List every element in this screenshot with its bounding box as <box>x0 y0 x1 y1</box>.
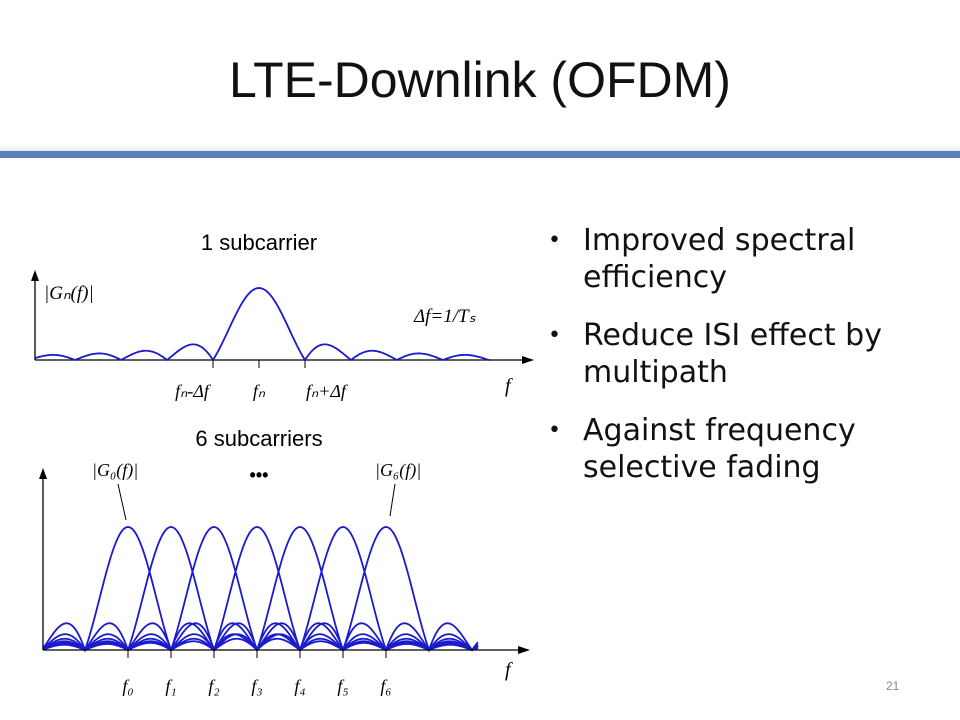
subcarrier-curve <box>42 526 479 653</box>
bullet-text: Against frequency selective fading <box>583 413 856 485</box>
bottom-x-label: f <box>505 659 513 681</box>
bottom-ellipsis: ••• <box>250 465 269 485</box>
title-rule <box>0 151 960 158</box>
top-y-arrow-icon <box>31 270 39 281</box>
bottom-tick-label: f₅ <box>337 676 348 696</box>
bullet-item: • Reduce ISI effect by multipath <box>548 317 938 391</box>
bottom-y-arrow-icon <box>39 468 47 479</box>
slide-title: LTE-Downlink (OFDM) <box>229 52 731 108</box>
top-sinc-curve <box>34 287 491 362</box>
top-y-label: |Gₙ(f)| <box>44 283 94 304</box>
bottom-right-label: |G₆(f)| <box>375 460 421 481</box>
subcarrier-curve <box>42 526 479 653</box>
top-heading: 1 subcarrier <box>201 230 317 255</box>
bullet-dot-icon: • <box>548 418 561 443</box>
bullet-item: • Improved spectral efficiency <box>548 222 938 296</box>
bottom-tick-label: f₀ <box>122 676 133 696</box>
bottom-tick-label: f₁ <box>165 676 176 696</box>
top-delta-label: Δf=1/Tₛ <box>413 306 477 327</box>
bullet-dot-icon: • <box>548 323 561 348</box>
top-x-arrow-icon <box>522 356 534 364</box>
bottom-tick-label: f₆ <box>380 676 391 696</box>
right-label-leader <box>389 483 396 517</box>
bottom-tick-label: f₃ <box>251 676 262 696</box>
subcarrier-curve <box>42 526 479 653</box>
bottom-left-label: |G₀(f)| <box>92 460 138 481</box>
bottom-tick-label: f₂ <box>208 676 219 696</box>
bottom-sinc-curves <box>42 526 479 653</box>
bottom-ticks: f₀ f₁ f₂ f₃ f₄ f₅ f₆ <box>122 650 392 696</box>
page-number: 21 <box>886 679 900 693</box>
bottom-tick-label: f₄ <box>294 676 305 696</box>
top-tick-label: fₙ <box>253 381 266 401</box>
top-tick-label: fₙ-Δf <box>175 381 212 401</box>
top-tick-label: fₙ+Δf <box>306 381 349 401</box>
bullet-list: • Improved spectral efficiency • Reduce IS… <box>548 222 938 507</box>
bullet-text: Improved spectral efficiency <box>583 223 856 295</box>
left-label-leader <box>117 483 127 521</box>
subcarrier-curve <box>42 526 479 653</box>
bottom-heading: 6 subcarriers <box>195 426 322 451</box>
title-rule-shadow <box>0 145 960 151</box>
bullet-dot-icon: • <box>548 228 561 253</box>
bullet-item: • Against frequency selective fading <box>548 412 938 486</box>
bottom-x-arrow-icon <box>518 646 530 654</box>
top-x-label: f <box>505 375 513 397</box>
bullet-text: Reduce ISI effect by multipath <box>583 318 882 390</box>
